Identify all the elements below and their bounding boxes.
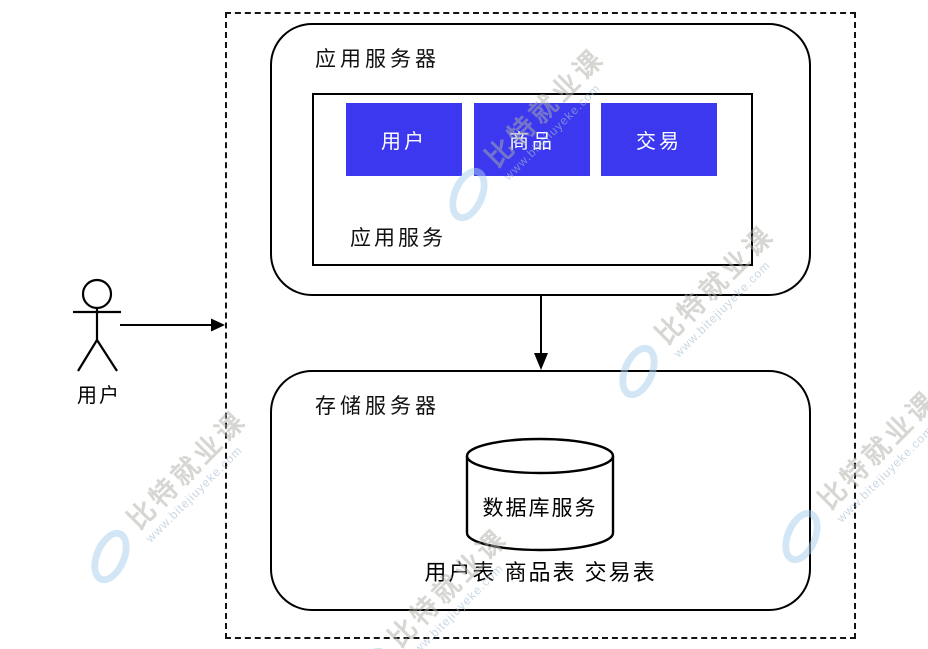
storage-server-title: 存储服务器 (315, 395, 440, 418)
tables-label: 用户表 商品表 交易表 (424, 560, 657, 585)
actor-label: 用户 (77, 385, 121, 407)
system-boundary-dashed-box (225, 12, 856, 639)
app-service-label: 应用服务 (350, 227, 446, 250)
database-service-label: 数据库服务 (482, 497, 598, 520)
arrow-right-icon (120, 318, 225, 332)
app-server-title: 应用服务器 (315, 48, 440, 71)
module-label: 商品 (509, 131, 555, 153)
storage-server-box: 存储服务器 用户表 商品表 交易表 (270, 370, 811, 611)
module-box-user: 用户 (346, 103, 462, 176)
module-box-product: 商品 (474, 103, 590, 176)
user-actor-figure (73, 278, 121, 372)
watermark-logo-icon (83, 524, 138, 589)
module-box-trade: 交易 (601, 103, 717, 176)
module-label: 交易 (636, 131, 682, 153)
watermark-logo-icon (344, 642, 399, 649)
module-label: 用户 (381, 131, 427, 153)
app-service-rect: 用户 商品 交易 应用服务 (312, 93, 753, 266)
